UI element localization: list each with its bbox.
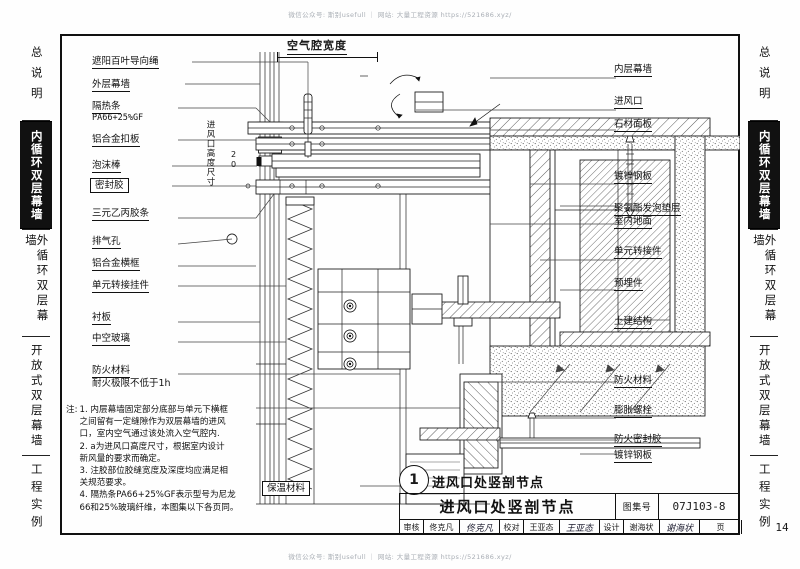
label-sealant: 密封胶 (90, 178, 129, 193)
label-thermal-break: 隔热条 (92, 101, 121, 114)
watermark-bottom: 微信公众号: 斯别usefull ｜ 网站: 大量工程资源 https://52… (288, 553, 512, 561)
label-expansion-bolt: 膨胀螺栓 (614, 405, 653, 418)
label-galvanised-plate: 镀锌钢板 (614, 171, 653, 184)
label-structural-concrete: 土建结构 (614, 316, 653, 329)
note-line: 关规范要求。 (79, 478, 132, 489)
dimension-air-cavity-width: 空气腔宽度 (287, 37, 347, 55)
label-foam-rod: 泡沫棒 (92, 160, 121, 173)
check-label: 校对 (500, 520, 524, 534)
note-line: 2. a为进风口高度尺寸，根据室内设计 (79, 441, 225, 452)
label-fireproof-material-r: 防火材料 (614, 375, 653, 388)
label-air-intake: 进风口 (614, 96, 643, 109)
check-signature: 王亚态 (560, 520, 600, 534)
note-line: 3. 注胶部位胶缝宽度及深度均应满足相 (79, 466, 228, 477)
review-signature: 佟克凡 (460, 520, 500, 534)
sidebar-item-inner-circulation-right[interactable]: 内循环双层幕墙 (748, 121, 780, 229)
note-line: 之间留有一定缝隙作为双层幕墙的进风 (79, 417, 226, 428)
sidebar-item-outer-circulation[interactable]: 外循环双层幕墙 (24, 234, 50, 324)
title-block-signature-row: 审核 佟克凡 佟克凡 校对 王亚态 王亚态 设计 谢海状 谢海状 页 14 (400, 519, 789, 534)
design-name: 谢海状 (624, 520, 660, 534)
note-line: 66和25%玻璃纤维，本图集以下各页同。 (79, 502, 239, 513)
watermark-top: 微信公众号: 斯别usefull ｜ 网站: 大量工程资源 https://52… (288, 11, 512, 19)
label-fireproof-sealant: 防火密封胶 (614, 434, 662, 447)
check-name: 王亚态 (524, 520, 560, 534)
atlas-no-label: 图集号 (616, 494, 659, 519)
sidebar-divider (750, 336, 778, 337)
label-lining-board: 衬板 (92, 312, 112, 325)
note-line: 4. 隔热条PA66+25%GF表示型号为尼龙 (79, 490, 236, 501)
drawing-title: 进风口处竖剖节点 (400, 494, 616, 519)
label-aluminium-transom: 铝合金横框 (92, 258, 140, 271)
review-label: 审核 (400, 520, 424, 534)
sidebar-item-outer-circulation-right[interactable]: 外循环双层幕墙 (752, 234, 778, 324)
atlas-no-value: 07J103-8 (672, 500, 726, 513)
sidebar-divider (750, 229, 778, 230)
cad-linework (172, 52, 740, 505)
sidebar-item-open-type-right[interactable]: 开放式双层幕墙 (757, 343, 772, 449)
label-fire-rating: 耐火极限不低于1h (92, 378, 171, 389)
label-shading-louvre-rope: 遮阳百叶导向绳 (92, 56, 159, 69)
label-stone-panel: 石材面板 (614, 119, 653, 132)
label-exhaust-hole: 排气孔 (92, 236, 121, 249)
title-block: 进风口处竖剖节点 图集号 07J103-8 审核 佟克凡 佟克凡 校对 王亚态 … (399, 493, 789, 535)
title-block-top-row: 进风口处竖剖节点 图集号 07J103-8 (400, 494, 739, 519)
sidebar-item-inner-circulation[interactable]: 内循环双层幕墙 (20, 121, 52, 229)
sidebar-item-general[interactable]: 总说明 (29, 46, 44, 108)
note-line: 新风量的要求而确定。 (79, 453, 166, 464)
label-unit-adapter-bracket: 单元转接挂件 (92, 280, 150, 293)
sidebar-divider (750, 120, 778, 121)
label-indoor-floor: 室内地面 (614, 216, 653, 229)
label-epdm-gasket: 三元乙丙胶条 (92, 208, 150, 221)
sidebar-item-case-study[interactable]: 工程实例 (29, 462, 44, 533)
sidebar-left: 总说明 内循环双层幕墙 外循环双层幕墙 开放式双层幕墙 工程实例 (20, 34, 52, 535)
dimension-tick-left (277, 52, 278, 62)
design-signature: 谢海状 (660, 520, 700, 534)
dimension-intake-height: 进风口高度尺寸 (205, 120, 215, 187)
sidebar-divider (22, 455, 50, 456)
label-insulation-material: 保温材料 (262, 481, 311, 496)
detail-bubble: 1 (399, 465, 429, 495)
detail-caption: 进风口处竖剖节点 (432, 476, 545, 491)
label-thermal-break-spec: PA66+25%GF (92, 113, 144, 123)
notes-block: 注: 1. 内层幕墙固定部分底部与单元下横框 之间留有一定缝隙作为双层幕墙的进风… (66, 404, 271, 514)
label-outer-curtain-wall: 外层幕墙 (92, 79, 131, 92)
sidebar-divider (750, 455, 778, 456)
sidebar-divider (22, 120, 50, 121)
sidebar-item-open-type[interactable]: 开放式双层幕墙 (29, 343, 44, 449)
sidebar-item-case-study-right[interactable]: 工程实例 (757, 462, 772, 533)
sidebar-item-general-right[interactable]: 总说明 (757, 46, 772, 108)
label-aluminium-cover-plate: 铝合金扣板 (92, 134, 140, 147)
page-label: 页 (700, 520, 742, 534)
label-insulating-glass: 中空玻璃 (92, 333, 131, 346)
label-embedded-part: 预埋件 (614, 278, 643, 291)
dimension-tick-right (377, 52, 378, 62)
sidebar-right: 总说明 内循环双层幕墙 外循环双层幕墙 开放式双层幕墙 工程实例 (748, 34, 780, 535)
design-label: 设计 (600, 520, 624, 534)
sidebar-divider (22, 229, 50, 230)
label-pu-foam-layer: 聚氨酯发泡垫层 (614, 203, 681, 216)
label-unit-adapter: 单元转接件 (614, 246, 662, 259)
note-line: 口，室内空气通过该处流入空气腔内. (79, 429, 220, 440)
sidebar-divider (22, 336, 50, 337)
page-number: 14 (775, 520, 789, 534)
label-inner-curtain-wall: 内层幕墙 (614, 64, 653, 77)
review-name: 佟克凡 (424, 520, 460, 534)
note-line: 1. 内层幕墙固定部分底部与单元下横框 (79, 405, 228, 415)
label-fireproof-material: 防火材料 (92, 365, 131, 378)
dimension-value-20: 20 (229, 150, 238, 170)
label-galvanised-plate-2: 镀锌钢板 (614, 450, 653, 463)
dimension-line-top (277, 57, 377, 58)
notes-heading: 注: (66, 405, 78, 415)
